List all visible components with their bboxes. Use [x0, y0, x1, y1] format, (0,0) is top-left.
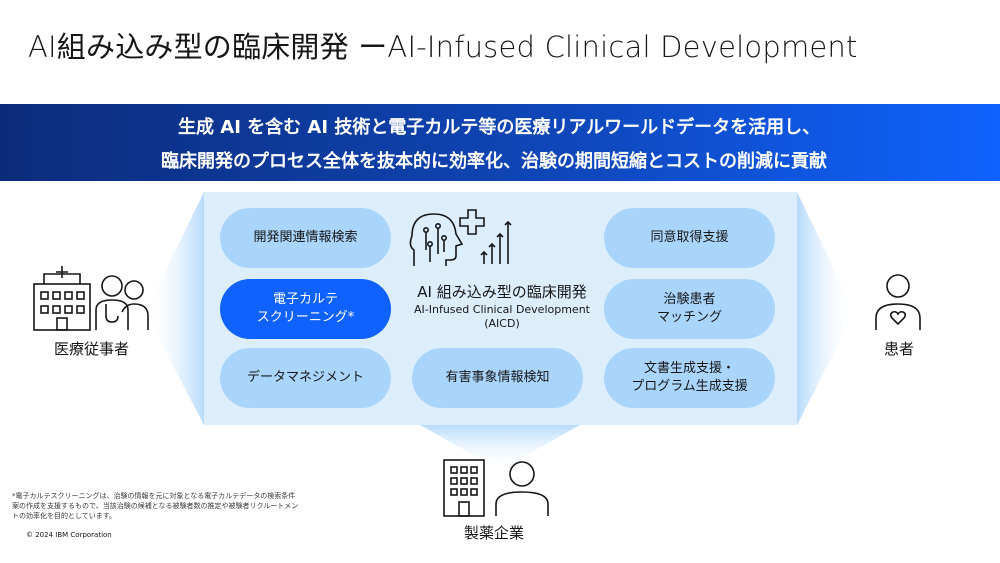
- role-pharma-company: 製薬企業: [464, 524, 525, 542]
- pill-patient-matching: 治験患者マッチング: [604, 279, 775, 339]
- pill-dev-search: 開発関連情報検索: [220, 208, 391, 268]
- pill-document-generation: 文書生成支援・プログラム生成支援: [604, 348, 775, 408]
- role-patient: 患者: [884, 340, 915, 358]
- patient-icon: [875, 274, 921, 330]
- banner: [0, 104, 1000, 181]
- page-title: AI組み込み型の臨床開発 ーAI-Infused Clinical Develo…: [28, 30, 858, 64]
- pill-consent: 同意取得支援: [604, 208, 775, 268]
- banner-line-2: 臨床開発のプロセス全体を抜本的に効率化、治験の期間短縮とコストの削減に貢献: [161, 151, 827, 172]
- footnote: *電子カルテスクリーニングは、治験の情報を元に対象となる電子カルテデータの検索条…: [12, 492, 299, 520]
- role-medical-staff: 医療従事者: [54, 340, 130, 358]
- bottom-fan: [420, 425, 580, 470]
- hospital-staff-icon: [33, 266, 149, 331]
- copyright: © 2024 IBM Corporation: [26, 531, 112, 539]
- banner-line-1: 生成 AI を含む AI 技術と電子カルテ等の医療リアルワールドデータを活用し、: [178, 117, 821, 138]
- pill-data-management: データマネジメント: [220, 348, 391, 408]
- right-fan: [797, 192, 855, 425]
- left-fan: [145, 192, 204, 425]
- center-label: AI 組み込み型の臨床開発: [417, 283, 587, 301]
- pill-ehr-screening: 電子カルテスクリーニング*: [220, 279, 391, 339]
- center-subtitle: AI-Infused Clinical Development (AICD): [414, 303, 590, 330]
- ai-clinical-icon: [409, 209, 512, 266]
- pharma-company-icon: [443, 459, 549, 517]
- pill-adverse-event: 有害事象情報検知: [412, 348, 583, 408]
